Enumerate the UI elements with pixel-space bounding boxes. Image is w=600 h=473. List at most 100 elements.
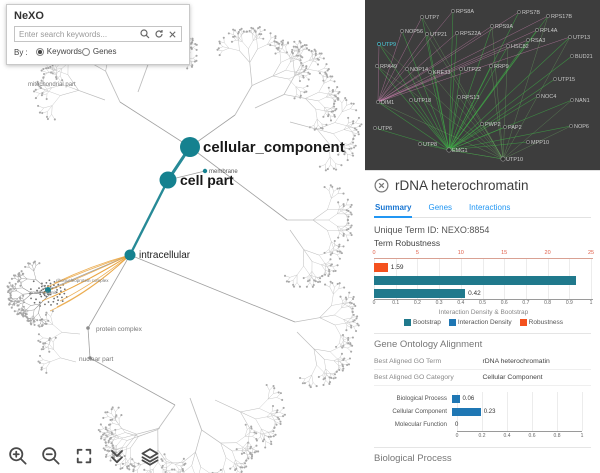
- svg-text:membrane: membrane: [209, 169, 238, 175]
- network-node-UTP7[interactable]: UTP7: [420, 15, 439, 21]
- network-node-RPL4A[interactable]: RPL4A: [535, 28, 558, 34]
- svg-text:RPS13: RPS13: [462, 95, 479, 101]
- svg-text:DIM1: DIM1: [381, 100, 394, 106]
- tree-term-label: small subunit: [30, 290, 57, 295]
- network-node-RPS9A[interactable]: RPS9A: [490, 24, 513, 30]
- network-node-UTP22[interactable]: UTP22: [459, 67, 481, 73]
- svg-text:RPS17B: RPS17B: [551, 14, 572, 20]
- network-node-PWP2[interactable]: PWP2: [480, 122, 501, 128]
- clear-search-icon[interactable]: [168, 30, 177, 39]
- network-node-RPS7B[interactable]: RPS7B: [517, 10, 540, 16]
- layers-button[interactable]: [138, 444, 162, 468]
- close-icon[interactable]: [374, 178, 389, 193]
- svg-text:UTP8: UTP8: [423, 142, 437, 148]
- legend-bootstrap: Bootstrap: [404, 319, 441, 326]
- network-node-RPA49[interactable]: RPA49: [375, 64, 397, 70]
- network-node-RPS8A[interactable]: RPS8A: [451, 9, 474, 15]
- robustness-bar-interaction-density: [374, 289, 466, 298]
- tab-genes[interactable]: Genes: [428, 203, 453, 212]
- tree-term-label: mitochondrial part: [28, 82, 76, 88]
- tree-term-label: ribonucleoprotein complex: [56, 278, 109, 283]
- search-box[interactable]: [14, 26, 182, 42]
- tree-node-cluster-node[interactable]: [45, 287, 51, 293]
- network-node-RSA3[interactable]: RSA3: [526, 38, 545, 44]
- unique-term-id: Unique Term ID: NEXO:8854: [374, 225, 490, 235]
- svg-text:RPA49: RPA49: [380, 64, 397, 70]
- network-node-UTP21[interactable]: UTP21: [425, 32, 447, 38]
- robustness-bar-robustness: [374, 263, 388, 272]
- collapse-button[interactable]: [105, 444, 129, 468]
- svg-text:RPS8A: RPS8A: [456, 9, 474, 15]
- network-node-UTP15[interactable]: UTP15: [553, 77, 575, 83]
- svg-text:UTP13: UTP13: [573, 35, 590, 41]
- search-icon[interactable]: [140, 29, 150, 39]
- network-node-BUD21[interactable]: BUD21: [570, 54, 593, 60]
- tree-node-cell-part[interactable]: cell part: [159, 171, 235, 189]
- radio-genes[interactable]: Genes: [81, 47, 116, 56]
- radio-keywords[interactable]: Keywords: [35, 47, 82, 56]
- gene-link-edge: [54, 254, 131, 284]
- network-node-UTP13[interactable]: UTP13: [568, 35, 590, 41]
- right-column: UTP9 NOP56 UTP7 RPS8A UTP21 RPS22A RPS9A RPS7B R…: [365, 0, 600, 473]
- network-node-EMG1[interactable]: EMG1: [446, 147, 468, 154]
- network-node-UTP6[interactable]: UTP6: [373, 126, 392, 132]
- network-node-NOC4[interactable]: NOC4: [536, 94, 556, 100]
- network-node-UTP9[interactable]: UTP9: [377, 42, 396, 48]
- svg-text:NOP56: NOP56: [405, 29, 423, 35]
- term-robustness-title: Term Robustness: [374, 238, 441, 248]
- network-node-HSC82[interactable]: HSC82: [506, 44, 529, 50]
- tree-node-intracellular[interactable]: intracellular: [124, 249, 191, 262]
- svg-text:RPS22A: RPS22A: [460, 31, 481, 37]
- network-node-RPS13[interactable]: RPS13: [457, 95, 479, 101]
- network-node-NOP14[interactable]: NOP14: [405, 67, 428, 73]
- network-node-RRP9[interactable]: RRP9: [489, 64, 509, 70]
- tab-interactions[interactable]: Interactions: [469, 203, 511, 212]
- network-node-KRE33[interactable]: KRE33: [428, 70, 450, 76]
- map-controls: [6, 444, 162, 468]
- network-node-NOP6[interactable]: NOP6: [569, 124, 589, 130]
- svg-text:RPS7B: RPS7B: [522, 10, 540, 16]
- svg-text:RPS9A: RPS9A: [495, 24, 513, 30]
- network-node-UTP10[interactable]: UTP10: [500, 156, 523, 163]
- network-node-NAN1[interactable]: NAN1: [570, 98, 590, 104]
- svg-text:NAN1: NAN1: [575, 98, 590, 104]
- tab-summary[interactable]: Summary: [374, 200, 413, 218]
- fit-view-button[interactable]: [72, 444, 96, 468]
- svg-text:KRE33: KRE33: [433, 70, 450, 76]
- search-input[interactable]: [19, 29, 136, 39]
- network-node-DIM1[interactable]: DIM1: [376, 100, 394, 106]
- network-node-MPP10[interactable]: MPP10: [526, 140, 549, 146]
- detail-tabs: Summary Genes Interactions: [374, 200, 591, 218]
- gene-network-canvas[interactable]: UTP9 NOP56 UTP7 RPS8A UTP21 RPS22A RPS9A RPS7B R…: [365, 0, 600, 170]
- gene-link-edge: [42, 254, 131, 294]
- zoom-out-button[interactable]: [39, 444, 63, 468]
- go-alignment-title: Gene Ontology Alignment: [374, 333, 591, 354]
- svg-text:UTP10: UTP10: [506, 157, 523, 163]
- svg-text:UTP22: UTP22: [464, 67, 481, 73]
- tree-node-membrane[interactable]: membrane: [202, 168, 239, 175]
- svg-text:PAP2: PAP2: [508, 125, 522, 131]
- app-title: NeXO: [14, 10, 44, 22]
- network-node-RPS22A[interactable]: RPS22A: [455, 31, 481, 37]
- zoom-in-button[interactable]: [6, 444, 30, 468]
- gene-network-panel[interactable]: UTP9 NOP56 UTP7 RPS8A UTP21 RPS22A RPS9A RPS7B R…: [365, 0, 600, 170]
- network-node-PAP2[interactable]: PAP2: [503, 125, 522, 131]
- network-node-UTP18[interactable]: UTP18: [409, 98, 431, 104]
- tree-node-cellular-component[interactable]: cellular_component: [180, 137, 345, 157]
- network-node-NOP56[interactable]: NOP56: [400, 29, 423, 35]
- network-node-UTP8[interactable]: UTP8: [418, 142, 437, 148]
- reset-search-icon[interactable]: [154, 29, 164, 39]
- network-node-RPS17B[interactable]: RPS17B: [546, 14, 572, 20]
